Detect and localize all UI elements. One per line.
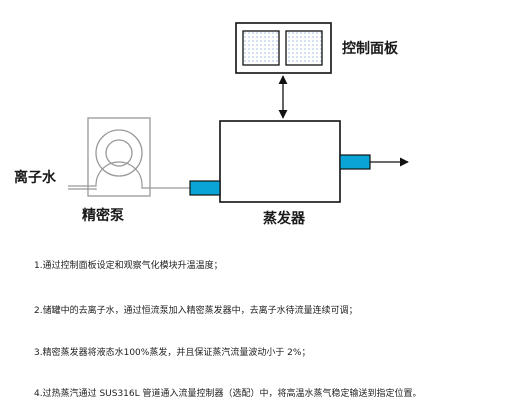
evaporator-box [219, 120, 341, 203]
step-text-1: 1.通过控制面板设定和观察气化模块升温温度； [34, 261, 223, 271]
control-panel-label: 控制面板 [342, 41, 398, 57]
inlet-connector [189, 180, 221, 196]
outlet-connector [339, 154, 371, 170]
panel-display-left [242, 30, 280, 66]
evaporator-label: 蒸发器 [263, 211, 305, 227]
peristaltic-pump-icon [68, 117, 190, 197]
control-panel [235, 22, 332, 74]
panel-display-right [285, 30, 323, 66]
precision-pump-label: 精密泵 [82, 208, 124, 224]
deionized-water-label: 离子水 [14, 170, 56, 186]
step-text-3: 3.精密蒸发器将液态水100%蒸发，并且保证蒸汽流量波动小于 2%； [34, 348, 311, 358]
step-text-2: 2.储罐中的去离子水，通过恒流泵加入精密蒸发器中，去离子水待流量连续可调； [34, 306, 358, 316]
step-text-4: 4.过热蒸汽通过 SUS316L 管道通入流量控制器（选配）中，将高温水蒸气稳定… [34, 389, 422, 399]
